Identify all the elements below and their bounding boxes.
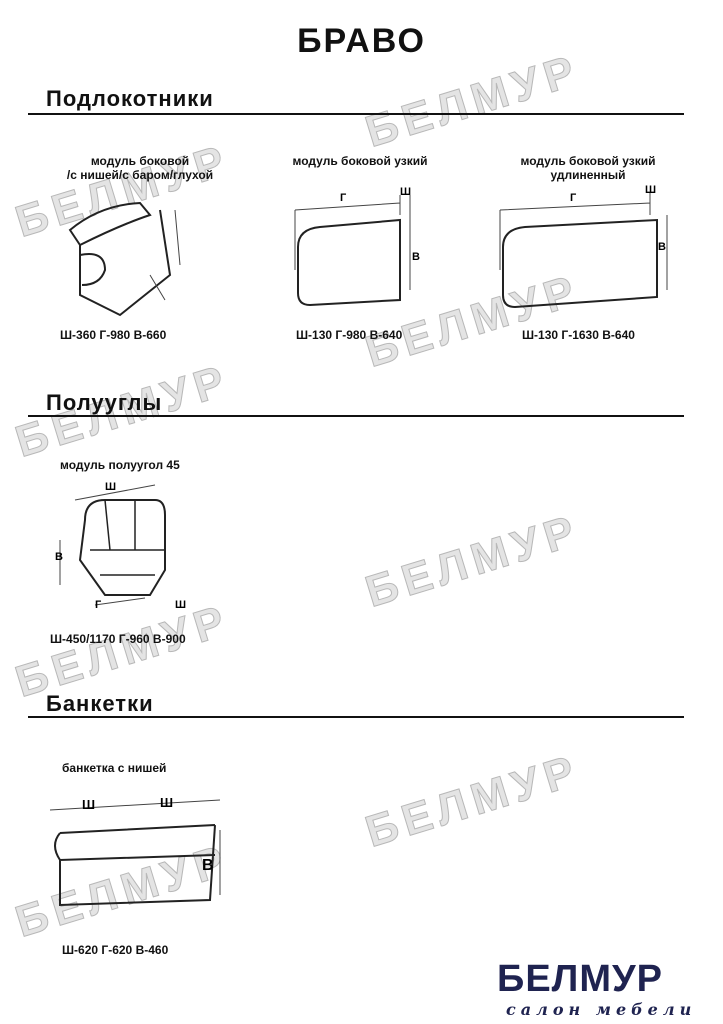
page-title: БРАВО	[297, 22, 426, 60]
section-heading: Банкетки	[46, 691, 154, 716]
svg-text:Ш: Ш	[645, 185, 656, 196]
item-dimensions: Ш-130 Г-980 В-640	[296, 328, 403, 342]
long-armrest-drawing: Г Ш В	[499, 185, 668, 309]
watermark: БЕЛМУР	[359, 505, 586, 618]
svg-text:Ш: Ш	[82, 797, 95, 812]
item-caption: модуль боковой/с нишей/с баром/глухой	[66, 154, 214, 182]
narrow-armrest-drawing: Г Ш В	[294, 186, 420, 307]
item-caption: модуль боковой узкий	[292, 154, 428, 168]
half-corner-drawing: Ш В Г Ш	[55, 481, 186, 610]
item-caption: модуль полуугол 45	[60, 458, 180, 472]
item-dimensions: Ш-360 Г-980 В-660	[60, 328, 167, 342]
brand-logo: БЕЛМУР	[497, 958, 663, 1000]
armrest-module-drawing	[68, 201, 181, 317]
svg-text:В: В	[658, 241, 666, 253]
divider	[28, 716, 684, 718]
item-dimensions: Ш-450/1170 Г-960 В-900	[50, 632, 186, 646]
item-dimensions: Ш-620 Г-620 В-460	[62, 943, 169, 957]
brand-tagline: салон мебели	[506, 1000, 697, 1019]
svg-text:Ш: Ш	[160, 795, 173, 810]
svg-text:Г: Г	[570, 192, 577, 204]
svg-text:В: В	[202, 857, 214, 874]
item-caption: банкетка с нишей	[62, 761, 167, 775]
section-heading: Подлокотники	[46, 86, 214, 111]
divider	[28, 113, 684, 115]
watermark: БЕЛМУР	[359, 745, 586, 858]
svg-text:Ш: Ш	[400, 186, 411, 198]
ottoman-drawing: Ш Ш В	[49, 795, 221, 907]
divider	[28, 415, 684, 417]
label-depth: Г	[340, 192, 347, 204]
svg-text:В: В	[412, 251, 420, 263]
svg-text:Г: Г	[95, 599, 102, 610]
svg-text:В: В	[55, 551, 63, 563]
svg-text:Ш: Ш	[175, 599, 186, 610]
item-dimensions: Ш-130 Г-1630 В-640	[522, 328, 635, 342]
section-heading: Полууглы	[46, 390, 163, 415]
watermark: БЕЛМУР	[359, 45, 586, 158]
svg-text:Ш: Ш	[105, 481, 116, 493]
